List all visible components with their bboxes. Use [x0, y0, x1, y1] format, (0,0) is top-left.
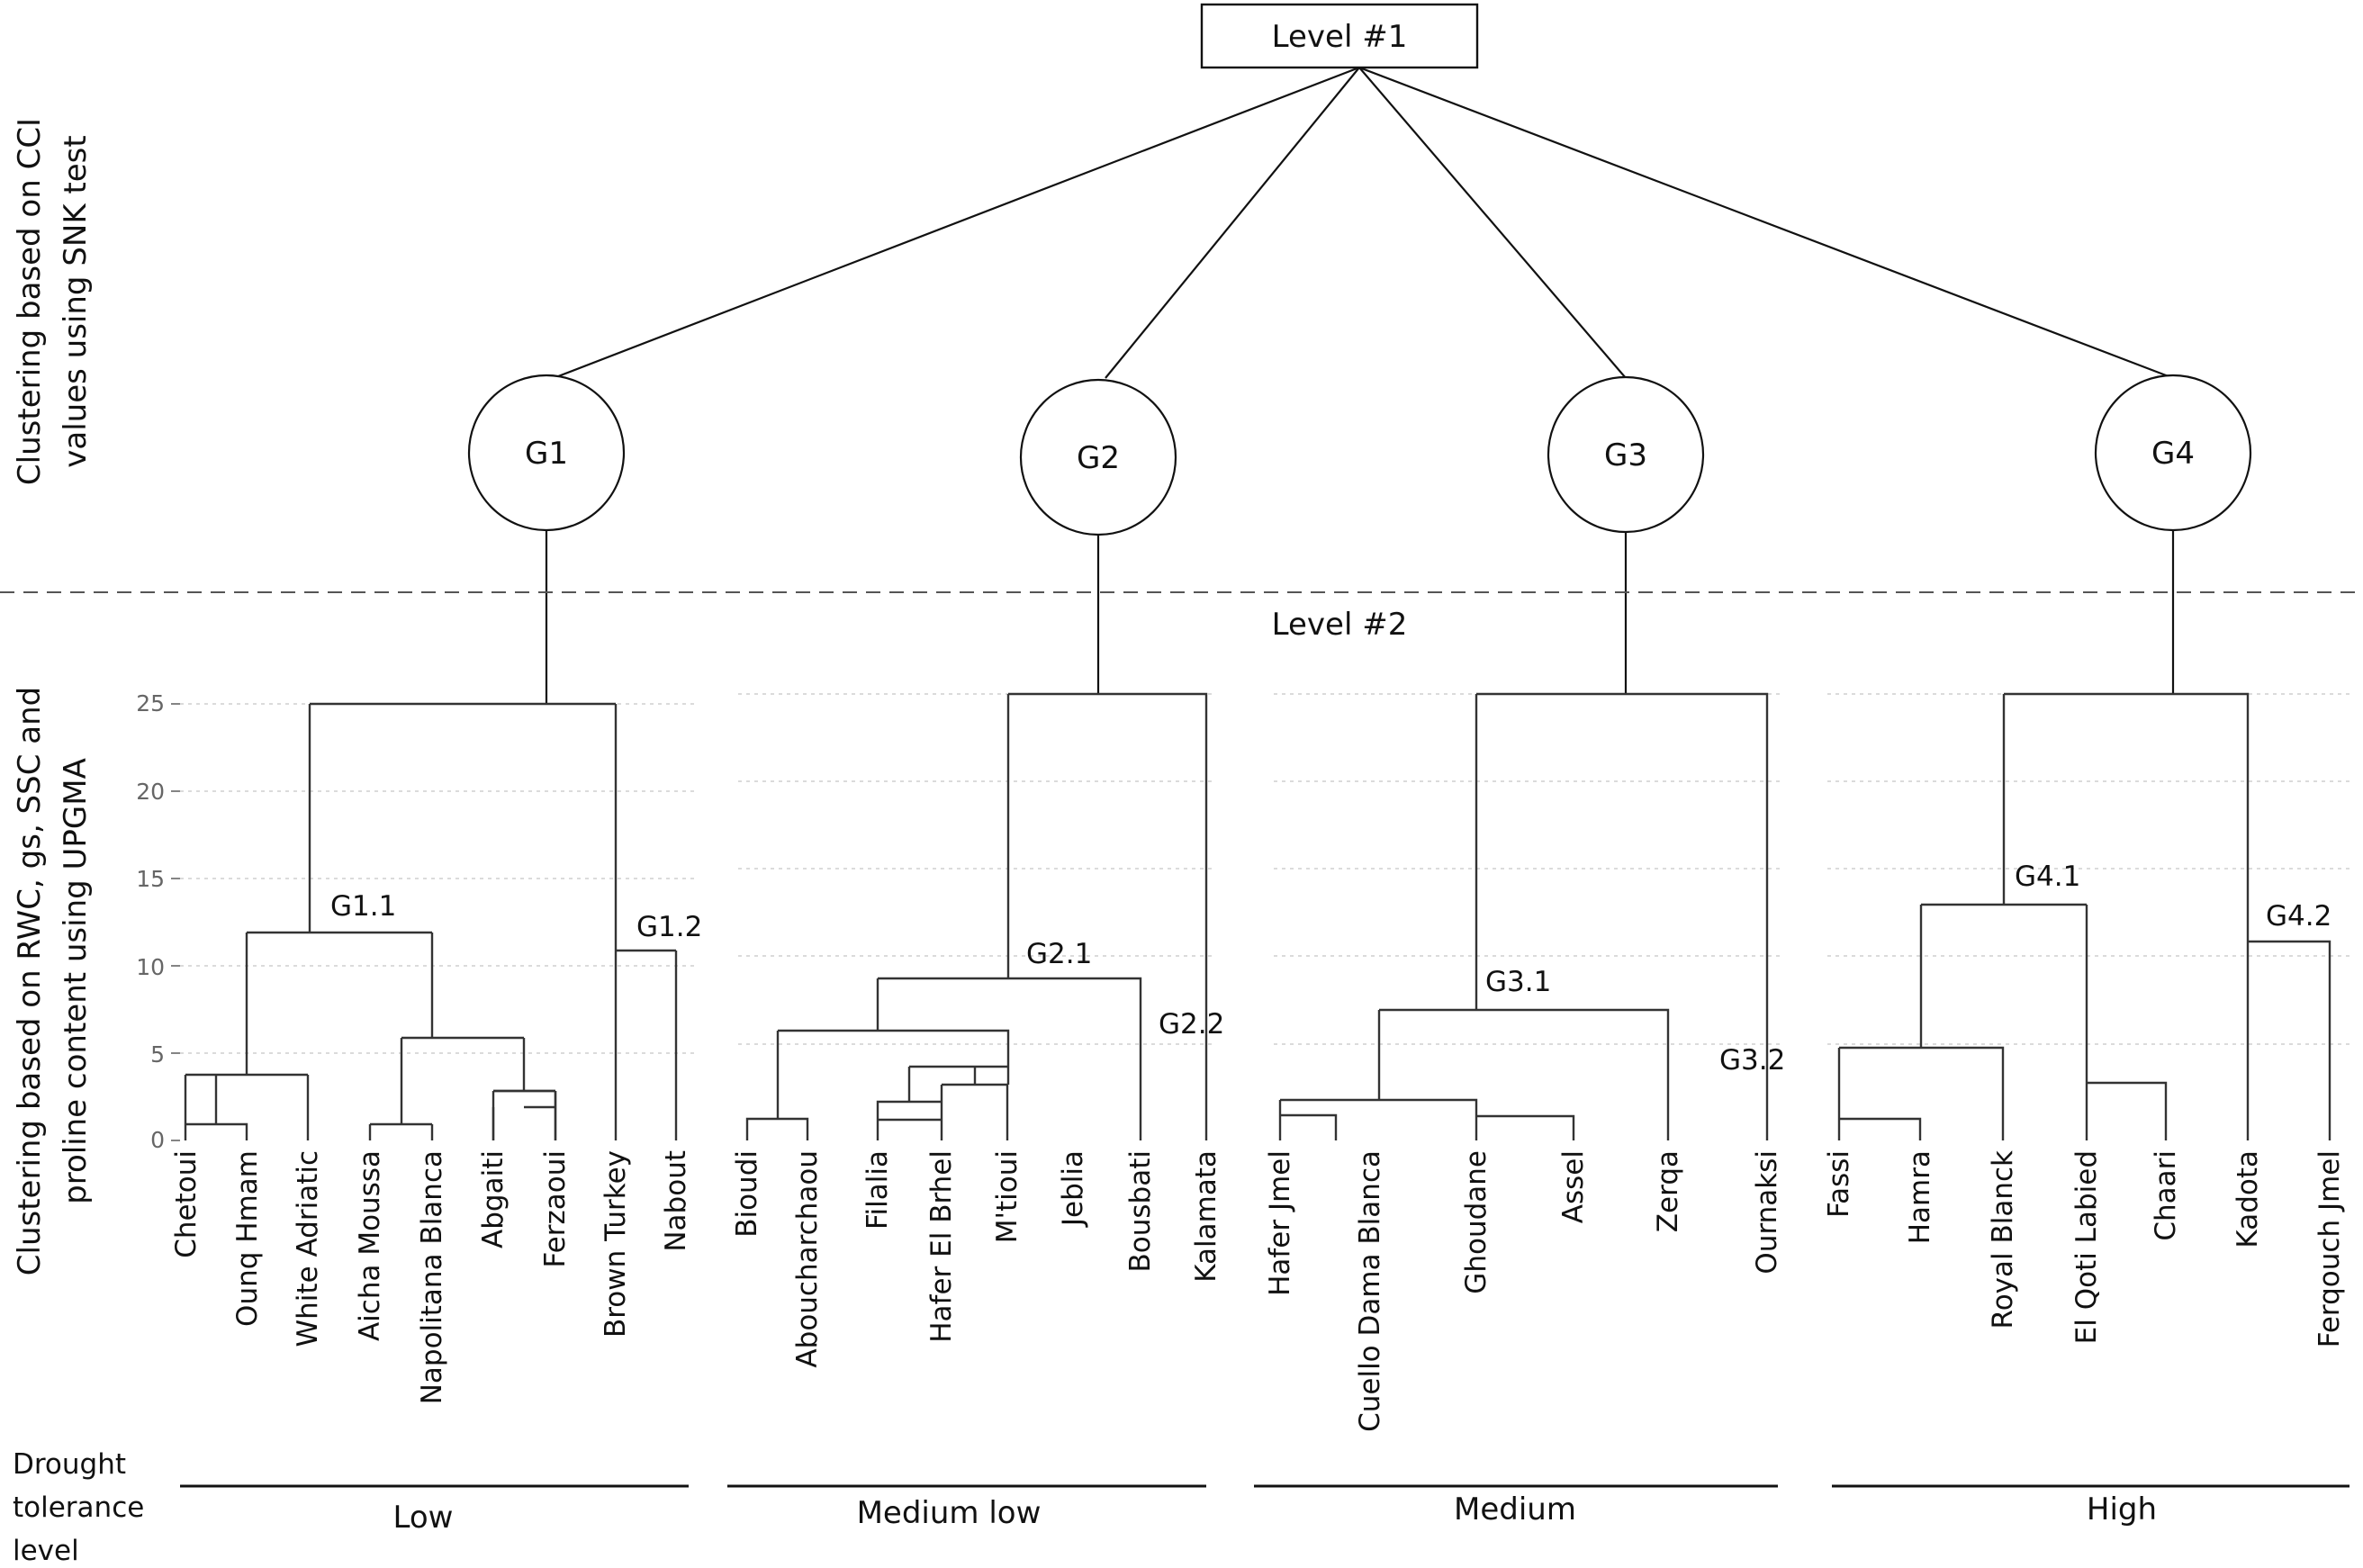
leaf-label: Kalamata: [1190, 1150, 1222, 1283]
subgroup-label-g4-1: G4.1: [2015, 861, 2080, 893]
subgroup-label-g3-1: G3.1: [1485, 966, 1551, 998]
leaf-label: Hafer El Brhel: [925, 1150, 958, 1343]
leaf-label: Kadota: [2232, 1150, 2264, 1248]
subgroup-label-g1-1: G1.1: [330, 890, 396, 923]
y-tick-20: 20: [136, 779, 165, 805]
ylabel-level1-line1: Clustering based on CCI: [12, 118, 48, 485]
subgroup-label-g1-2: G1.2: [636, 911, 702, 943]
leaf-labels-g3: Hafer Jmel Cuello Dama Blanca Ghoudane A…: [1264, 1150, 1783, 1432]
leaf-label: Brown Turkey: [600, 1150, 632, 1338]
leaf-label: Ferzaoui: [539, 1150, 572, 1267]
y-axis: 0 5 10 15 20 25: [136, 690, 180, 1153]
tolerance-label-low: Low: [393, 1500, 454, 1536]
group-node-g1: G1: [467, 374, 626, 532]
subgroup-label-g4-2: G4.2: [2266, 900, 2331, 933]
subgroup-label-g2-1: G2.1: [1026, 938, 1092, 970]
leaf-label: Assel: [1557, 1150, 1590, 1223]
ylabel-level2-line2: proline content using UPGMA: [58, 758, 94, 1204]
leaf-label: Ounq Hmam: [231, 1150, 264, 1327]
leaf-labels-g1: Chetoui Ounq Hmam White Adriatic Aicha M…: [170, 1150, 692, 1404]
leaf-label: Ghoudane: [1460, 1150, 1493, 1294]
group-label-g1: G1: [525, 436, 568, 472]
group-node-g4: G4: [2094, 374, 2252, 532]
y-tick-5: 5: [150, 1041, 165, 1068]
group-node-g2: G2: [1019, 378, 1177, 536]
leaf-labels-g2: Bioudi Aboucharchaou Filalia Hafer El Br…: [731, 1150, 1222, 1368]
leaf-label: Ournaksi: [1751, 1150, 1783, 1275]
leaf-label: Bioudi: [731, 1150, 763, 1238]
drought-label-line2: tolerance: [13, 1491, 144, 1524]
leaf-label: Chetoui: [170, 1150, 203, 1258]
leaf-label: Jeblia: [1057, 1150, 1089, 1228]
leaf-label: M'tioui: [991, 1150, 1024, 1243]
leaf-label: White Adriatic: [292, 1150, 324, 1347]
leaf-label: Aboucharchaou: [791, 1150, 824, 1368]
tolerance-label-medium-low: Medium low: [857, 1495, 1042, 1531]
drought-label-line1: Drought: [13, 1448, 126, 1481]
y-tick-10: 10: [136, 954, 165, 980]
dendrogram-g3: [1278, 692, 1769, 1140]
y-tick-15: 15: [136, 866, 165, 892]
leaf-label: Cuello Dama Blanca: [1354, 1150, 1386, 1432]
level2-label: Level #2: [1272, 607, 1408, 643]
leaf-label: Nabout: [660, 1150, 692, 1252]
level1-label: Level #1: [1272, 19, 1408, 55]
ylabel-level2-line1: Clustering based on RWC, gs, SSC and: [12, 687, 48, 1275]
edge-level1-g4: [1358, 66, 2174, 380]
leaf-label: Fassi: [1823, 1150, 1855, 1218]
leaf-label: Abgaiti: [477, 1150, 510, 1248]
group-node-g3: G3: [1547, 375, 1705, 534]
leaf-label: Hafer Jmel: [1264, 1150, 1296, 1296]
leaf-label: Aicha Moussa: [354, 1150, 386, 1341]
subgroup-label-g3-2: G3.2: [1719, 1044, 1785, 1077]
leaf-label: Chaari: [2150, 1150, 2182, 1241]
tolerance-label-medium: Medium: [1454, 1491, 1576, 1527]
leaf-labels-g4: Fassi Hamra Royal Blanck El Qoti Labied …: [1823, 1150, 2346, 1347]
edge-level1-g2: [1105, 67, 1360, 379]
tolerance-label-high: High: [2087, 1491, 2157, 1527]
leaf-label: El Qoti Labied: [2070, 1150, 2103, 1344]
leaf-label: Hamra: [1904, 1150, 1936, 1244]
level1-box: [1200, 3, 1479, 69]
edge-level1-g1: [553, 66, 1360, 380]
y-tick-25: 25: [136, 690, 165, 716]
leaf-label: Royal Blanck: [1987, 1150, 2019, 1329]
leaf-label: Ferqouch Jmel: [2313, 1150, 2346, 1347]
leaf-label: Bousbati: [1124, 1150, 1157, 1272]
subgroup-label-g2-2: G2.2: [1159, 1008, 1224, 1041]
y-tick-0: 0: [150, 1127, 165, 1153]
ylabel-level1-line2: values using SNK test: [58, 135, 94, 467]
group-label-g4: G4: [2151, 436, 2195, 472]
dendrogram-g2: [745, 692, 1208, 1140]
group-label-g3: G3: [1604, 437, 1647, 473]
edge-level1-g3: [1358, 67, 1627, 379]
leaf-label: Filalia: [861, 1150, 894, 1230]
leaf-label: Zerqa: [1652, 1150, 1684, 1232]
group-label-g2: G2: [1077, 440, 1120, 476]
leaf-label: Napolitana Blanca: [416, 1150, 448, 1404]
dendrogram-g4: [1837, 692, 2331, 1140]
dendrogram-g1: [184, 702, 678, 1140]
drought-label-line3: level: [13, 1535, 79, 1567]
